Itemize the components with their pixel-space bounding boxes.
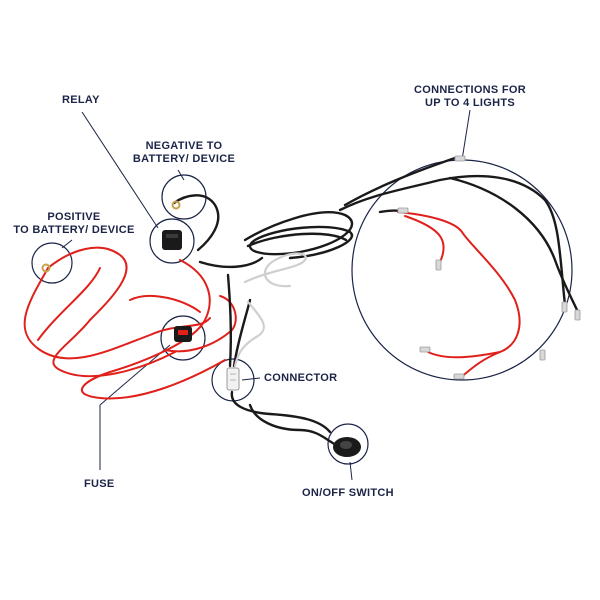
relay-body [162, 230, 182, 250]
black-wire-connector-lead-2 [226, 273, 233, 368]
connections-callout-line [461, 109, 471, 161]
white-wire-connector-lead [233, 300, 265, 368]
red-wire-bundle [23, 246, 237, 400]
black-wire-long-run [338, 174, 567, 307]
connector-callout-line [241, 377, 261, 381]
white-wire-coil [243, 252, 307, 288]
relay-label: RELAY [62, 94, 100, 106]
switch-label: ON/OFF SWITCH [302, 487, 394, 499]
fuse-holder [174, 326, 192, 342]
red-wire-loop-d [37, 267, 101, 341]
red-wire-loop-c [129, 295, 201, 313]
light-terminal-6 [419, 346, 431, 353]
switch-callout-line [349, 461, 353, 481]
light-terminal-1 [397, 207, 409, 214]
black-wire-connector-lead [232, 298, 252, 368]
light-terminal-8 [539, 349, 546, 361]
black-wire-switch-cable [230, 390, 332, 434]
positive-ring-terminal [41, 263, 51, 273]
connector-plug [226, 367, 240, 391]
switch-callout-circle [327, 423, 369, 465]
red-wire-light-lead-c [427, 351, 501, 359]
positive-callout-circle [31, 242, 73, 284]
negative-ring-terminal [171, 200, 181, 210]
negative-label: NEGATIVE TO BATTERY/ DEVICE [124, 140, 244, 166]
red-light-leads [397, 211, 521, 379]
black-wire-coil [243, 211, 354, 260]
light-terminal-2 [435, 259, 442, 271]
black-wire-switch-cable-2 [248, 403, 340, 448]
negative-label-line-2: BATTERY/ DEVICE [132, 153, 236, 165]
white-wire-bundle [233, 252, 307, 368]
black-wire-top-lead [343, 156, 457, 207]
callout-lines [61, 109, 471, 481]
relay-callout-circle [149, 218, 195, 264]
switch-body [333, 437, 361, 457]
black-wire-coil-2 [246, 232, 348, 248]
negative-label-line-1: NEGATIVE TO [145, 140, 223, 152]
red-wire-light-lead-a [397, 211, 521, 379]
positive-label-line-1: POSITIVE [47, 211, 101, 223]
red-wire-light-lead-b [404, 215, 445, 263]
light-terminal-3 [454, 155, 466, 162]
black-wire-negative-lead [172, 194, 220, 252]
light-terminal-4 [561, 301, 568, 313]
red-wire-loop-b [80, 259, 226, 400]
connections-label-line-1: CONNECTIONS FOR [413, 84, 527, 96]
light-terminals [397, 155, 581, 380]
ring-terminals [41, 200, 181, 273]
black-wire-right-lead [448, 176, 580, 314]
positive-label-line-2: TO BATTERY/ DEVICE [13, 224, 135, 236]
fuse-label: FUSE [84, 478, 115, 490]
connector-label: CONNECTOR [264, 372, 338, 384]
black-wire-relay-to-harness [198, 256, 264, 269]
light-terminal-7 [453, 373, 465, 380]
black-wire-bundle [172, 156, 580, 448]
fuse-callout-circle [160, 315, 206, 361]
positive-label: POSITIVE TO BATTERY/ DEVICE [10, 211, 138, 237]
light-terminal-5 [574, 309, 581, 321]
relay-callout-line [81, 111, 159, 229]
red-wire-positive-lead [23, 267, 211, 360]
connections-label-line-2: UP TO 4 LIGHTS [425, 97, 515, 109]
connections-label: CONNECTIONS FOR UP TO 4 LIGHTS [408, 84, 532, 110]
